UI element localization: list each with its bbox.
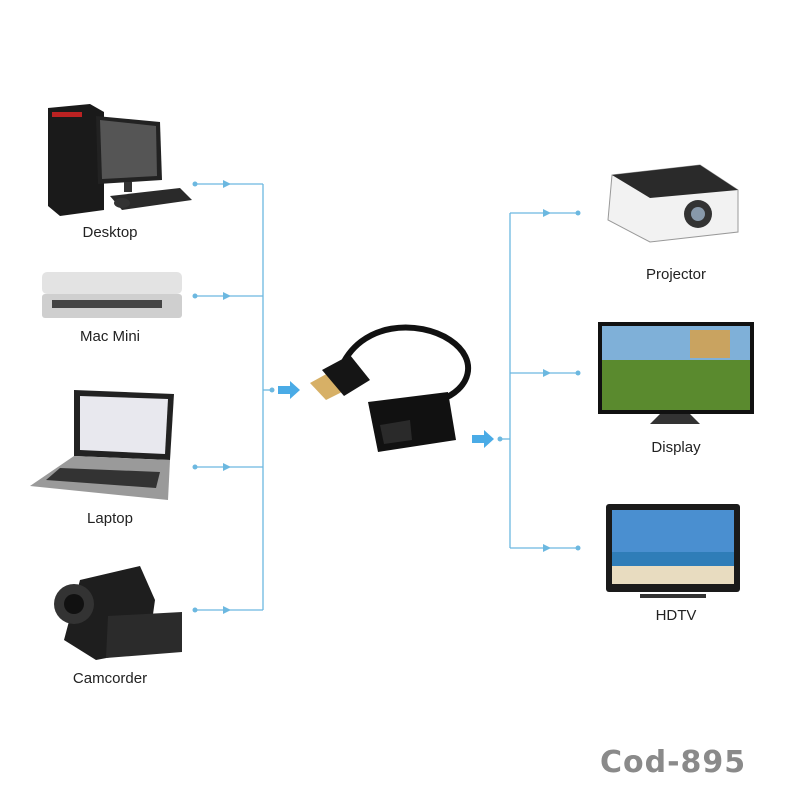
output-label-display: Display bbox=[651, 439, 701, 456]
right-connector-markers bbox=[497, 209, 581, 552]
mac-mini-icon bbox=[42, 272, 182, 318]
source-label-laptop: Laptop bbox=[87, 510, 133, 527]
projector-icon bbox=[607, 164, 739, 243]
output-label-hdtv: HDTV bbox=[655, 607, 697, 624]
hdmi-to-vga-adapter-icon bbox=[310, 324, 472, 452]
desktop-computer-icon bbox=[48, 104, 192, 216]
display-monitor-icon bbox=[598, 322, 754, 424]
output-arrow-icon bbox=[472, 430, 494, 448]
right-connectors bbox=[500, 212, 578, 549]
hdtv-icon bbox=[606, 504, 740, 598]
source-label-mac-mini: Mac Mini bbox=[79, 328, 140, 345]
source-label-desktop: Desktop bbox=[82, 224, 138, 241]
source-label-camcorder: Camcorder bbox=[72, 670, 148, 687]
product-code: Cod-895 bbox=[600, 745, 747, 780]
left-connector-markers bbox=[192, 180, 275, 614]
camcorder-icon bbox=[54, 566, 182, 660]
left-connectors bbox=[195, 183, 272, 611]
laptop-icon bbox=[30, 390, 174, 500]
output-label-projector: Projector bbox=[645, 266, 707, 283]
input-arrow-icon bbox=[278, 381, 300, 399]
